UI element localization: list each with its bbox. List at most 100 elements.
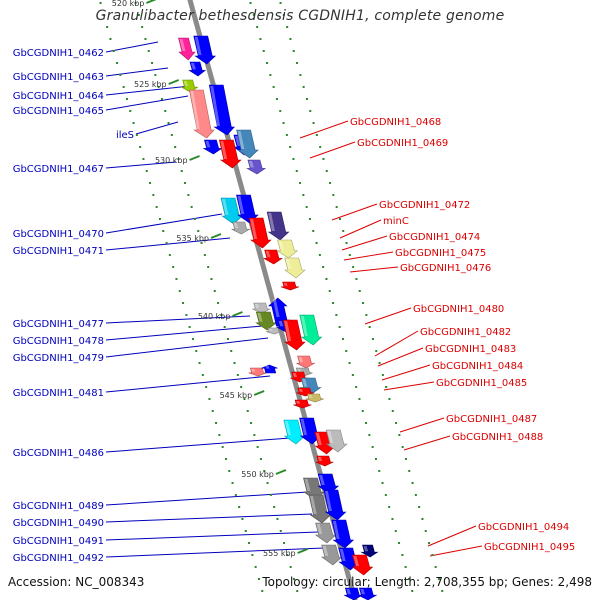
track-dot (253, 434, 256, 436)
gene-label-right[interactable]: GbCGDNIH1_0480 (413, 304, 504, 315)
track-dot (175, 278, 178, 280)
gene-label-right[interactable]: GbCGDNIH1_0485 (436, 378, 527, 389)
track-dot (170, 134, 173, 136)
track-dot (152, 194, 155, 196)
scale-label: 520 kbp (112, 0, 145, 8)
gene-glyph (299, 314, 323, 346)
gene-label-right[interactable]: GbCGDNIH1_0476 (400, 263, 491, 274)
scale-label: 525 kbp (134, 80, 167, 89)
track-dot (335, 314, 338, 316)
gene-label-right[interactable]: GbCGDNIH1_0475 (395, 248, 486, 259)
gene-label-left[interactable]: GbCGDNIH1_0478 (13, 336, 104, 347)
gene-label-left[interactable]: GbCGDNIH1_0463 (13, 72, 104, 83)
track-dot (388, 398, 391, 400)
track-dot (385, 386, 388, 388)
gene-label-left[interactable]: GbCGDNIH1_0486 (13, 448, 104, 459)
gene-label-right[interactable]: GbCGDNIH1_0494 (478, 522, 569, 533)
leader-line (105, 95, 189, 111)
gene-label-right[interactable]: GbCGDNIH1_0488 (452, 432, 543, 443)
track-dot (332, 194, 335, 196)
gene-glyph (314, 522, 337, 544)
gene-label-right[interactable]: GbCGDNIH1_0474 (389, 232, 480, 243)
track-dot (269, 74, 272, 76)
track-dot (285, 134, 288, 136)
track-dot (195, 350, 198, 352)
leader-line (399, 417, 445, 433)
gene-glyph (188, 89, 215, 139)
leader-line (364, 307, 412, 325)
track-dot (256, 446, 259, 448)
gene-label-left[interactable]: GbCGDNIH1_0464 (13, 91, 104, 102)
gene-glyph (308, 494, 332, 524)
gene-label-left[interactable]: GbCGDNIH1_0470 (13, 229, 104, 240)
track-dot (191, 338, 194, 340)
track-dot (208, 398, 211, 400)
gene-label-right[interactable]: GbCGDNIH1_0487 (446, 414, 537, 425)
leader-line (349, 266, 399, 273)
track-dot (365, 422, 368, 424)
gene-label-left[interactable]: ileS (116, 130, 134, 141)
scale-label: 535 kbp (176, 234, 209, 243)
gene-label-left[interactable]: GbCGDNIH1_0462 (13, 48, 104, 59)
track-dot (279, 110, 282, 112)
track-dot (411, 590, 414, 592)
scale-label: 550 kbp (241, 470, 274, 479)
gene-label-right[interactable]: GbCGDNIH1_0469 (357, 138, 448, 149)
track-dot (421, 518, 424, 520)
track-dot (137, 14, 140, 16)
gene-label-right[interactable]: minC (383, 216, 409, 227)
track-dot (102, 14, 105, 16)
gene-label-right[interactable]: GbCGDNIH1_0482 (420, 327, 511, 338)
track-dot (292, 578, 295, 580)
gene-glyph (262, 249, 283, 265)
track-dot (322, 158, 325, 160)
gene-glyph (280, 281, 300, 291)
gene-label-left[interactable]: GbCGDNIH1_0492 (13, 553, 104, 564)
track-dot (391, 518, 394, 520)
gene-label-right[interactable]: GbCGDNIH1_0484 (432, 361, 523, 372)
gene-label-left[interactable]: GbCGDNIH1_0490 (13, 518, 104, 529)
leader-line (377, 347, 424, 367)
gene-glyph (208, 84, 236, 136)
gene-glyph (317, 473, 340, 495)
gene-label-left[interactable]: GbCGDNIH1_0481 (13, 388, 104, 399)
gene-label-right[interactable]: GbCGDNIH1_0472 (379, 200, 470, 211)
gene-label-left[interactable]: GbCGDNIH1_0477 (13, 319, 104, 330)
gene-label-left[interactable]: GbCGDNIH1_0471 (13, 246, 104, 257)
leader-line (299, 120, 349, 139)
track-dot (167, 122, 170, 124)
track-dot (398, 542, 401, 544)
track-dot (374, 458, 377, 460)
track-dot (358, 398, 361, 400)
track-dot (200, 242, 203, 244)
track-dot (418, 506, 421, 508)
track-dot (332, 302, 335, 304)
gene-label-left[interactable]: GbCGDNIH1_0467 (13, 164, 104, 175)
track-dot (358, 290, 361, 292)
gene-label-left[interactable]: GbCGDNIH1_0479 (13, 353, 104, 364)
track-dot (203, 254, 206, 256)
track-dot (142, 158, 145, 160)
track-dot (177, 158, 180, 160)
gene-label-left[interactable]: GbCGDNIH1_0489 (13, 501, 104, 512)
leader-line (105, 237, 231, 251)
track-dot (302, 86, 305, 88)
track-dot (286, 554, 289, 556)
track-dot (408, 470, 411, 472)
gene-label-right[interactable]: GbCGDNIH1_0468 (350, 117, 441, 128)
gene-label-left[interactable]: GbCGDNIH1_0465 (13, 106, 104, 117)
track-dot (345, 242, 348, 244)
gene-label-left[interactable]: GbCGDNIH1_0491 (13, 536, 104, 547)
track-dot (217, 302, 220, 304)
leader-line (105, 325, 263, 341)
gene-label-right[interactable]: GbCGDNIH1_0495 (484, 542, 575, 553)
track-dot (162, 230, 165, 232)
track-dot (250, 422, 253, 424)
track-dot (158, 218, 161, 220)
track-dot (279, 2, 282, 4)
scale-tick (297, 548, 308, 554)
track-dot (205, 386, 208, 388)
gene-label-right[interactable]: GbCGDNIH1_0483 (425, 344, 516, 355)
track-dot (165, 242, 168, 244)
track-dot (231, 482, 234, 484)
